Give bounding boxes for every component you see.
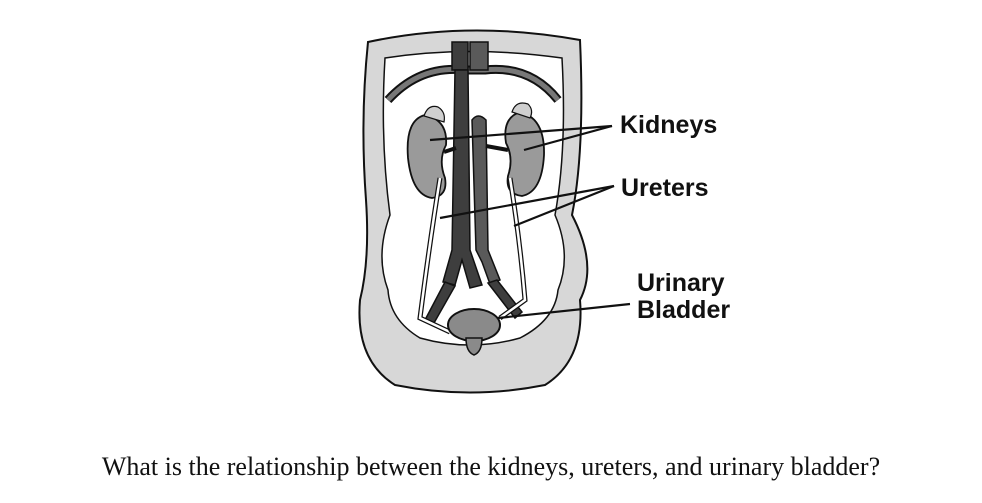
renal-vessel-left bbox=[443, 146, 457, 154]
label-kidneys: Kidneys bbox=[620, 111, 717, 139]
vessel-stub-left bbox=[451, 41, 469, 71]
ureters-pointer-lines bbox=[439, 184, 615, 228]
kidney-left bbox=[406, 114, 448, 199]
vessel-stub-right bbox=[469, 41, 489, 71]
urinary-system-diagram: Kidneys Ureters Urinary Bladder bbox=[358, 29, 730, 394]
renal-vessel-right bbox=[485, 144, 509, 152]
kidneys-pointer-lines bbox=[429, 124, 613, 152]
question-text: What is the relationship between the kid… bbox=[101, 452, 881, 481]
label-bladder: Bladder bbox=[637, 296, 730, 324]
vena-cava bbox=[471, 115, 501, 285]
urethra bbox=[465, 337, 483, 356]
urinary-bladder bbox=[447, 308, 501, 342]
bladder-pointer-line bbox=[497, 302, 631, 320]
label-ureters: Ureters bbox=[621, 174, 709, 202]
aorta bbox=[442, 69, 483, 289]
label-urinary: Urinary bbox=[637, 269, 725, 297]
abdominal-cavity bbox=[381, 50, 566, 346]
ureter-right bbox=[499, 177, 527, 320]
adrenal-left bbox=[423, 105, 445, 123]
ureter-left bbox=[418, 177, 451, 334]
adrenal-right bbox=[511, 102, 533, 119]
